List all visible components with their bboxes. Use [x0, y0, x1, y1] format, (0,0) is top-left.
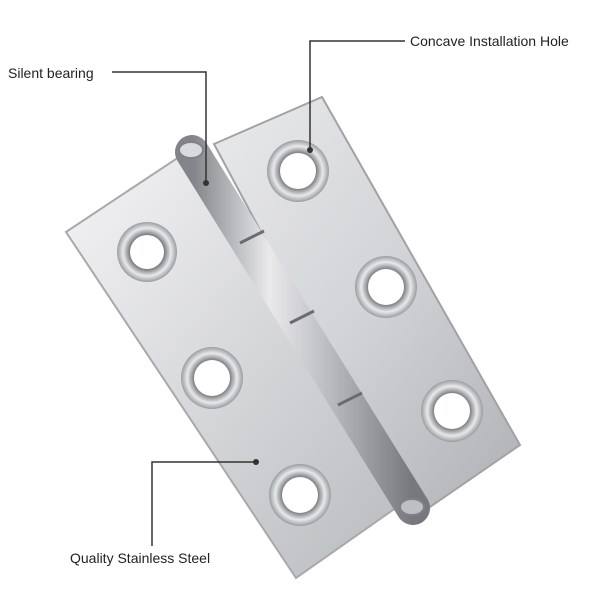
- mounting-hole: [355, 256, 417, 318]
- leader-dot-quality-steel: [253, 459, 259, 465]
- label-concave-installation-hole: Concave Installation Hole: [410, 33, 569, 49]
- mounting-hole: [267, 140, 329, 202]
- label-silent-bearing: Silent bearing: [8, 65, 94, 81]
- mounting-hole: [269, 464, 331, 526]
- mounting-hole: [421, 380, 483, 442]
- leader-dot-concave-hole: [307, 147, 313, 153]
- label-quality-stainless-steel: Quality Stainless Steel: [70, 550, 211, 566]
- hinge-knuckle: [175, 135, 430, 525]
- leader-line-quality-steel: [151, 461, 255, 546]
- mounting-hole: [117, 222, 177, 282]
- mounting-hole: [181, 347, 243, 409]
- leader-line-concave-hole: [309, 40, 405, 148]
- leader-dot-silent-bearing: [203, 180, 209, 186]
- leader-line-silent-bearing: [112, 71, 207, 181]
